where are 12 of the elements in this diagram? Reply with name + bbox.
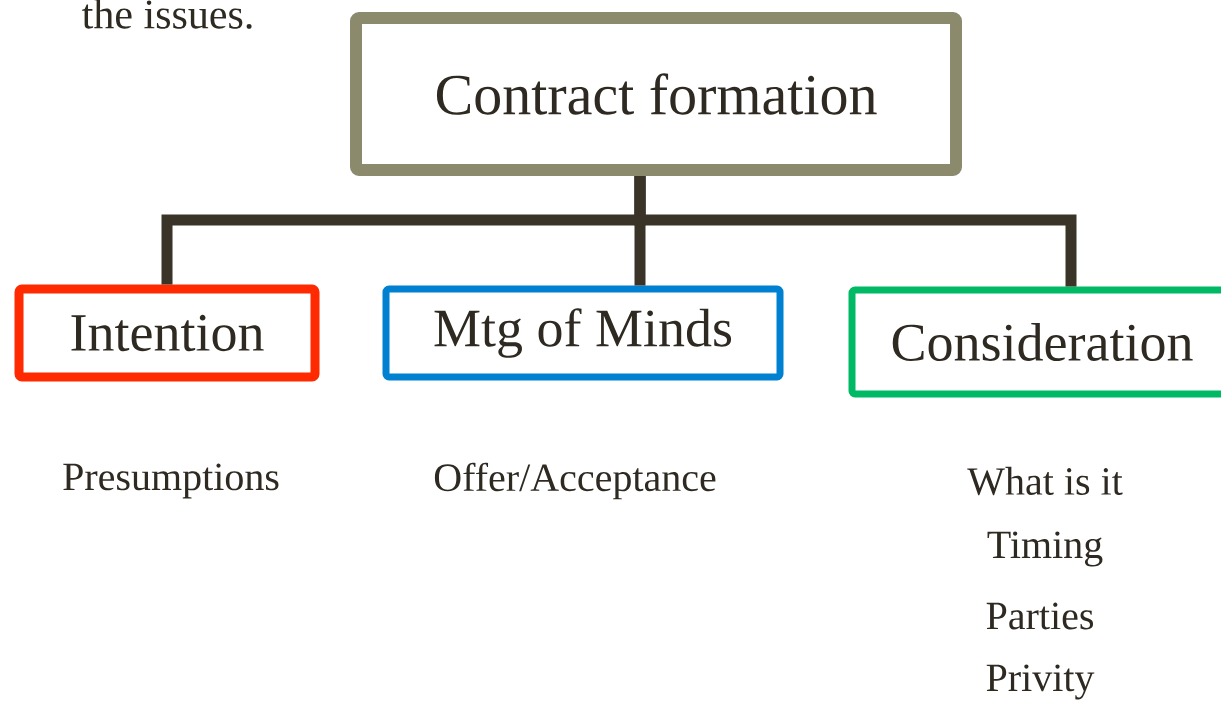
topic-text: Offer/Acceptance [434,462,716,500]
title-box: Contract formation [350,12,962,176]
topic-text: Parties [986,602,1093,630]
topic-text: Presumptions [63,463,279,499]
topic-text: Timing [987,531,1103,567]
topic-text: What is it [967,466,1123,496]
concept-box: Consideration [848,286,1221,398]
connector [634,176,1077,287]
concept-box: Intention [14,284,320,382]
concept-box: Mtg of Minds [382,285,784,381]
topic-text: Privity [986,664,1095,700]
heading-text: the issues. [82,0,252,29]
